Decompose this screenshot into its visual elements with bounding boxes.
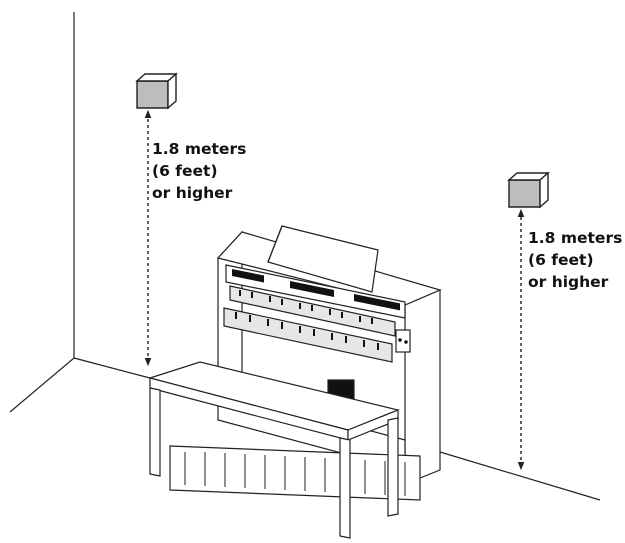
left-height-line3: or higher [152, 184, 233, 202]
floor-edge-back-right [439, 451, 601, 501]
right-speaker-icon [507, 171, 550, 209]
left-height-line1: 1.8 meters [152, 140, 247, 158]
right-height-line1: 1.8 meters [528, 229, 623, 247]
floor-edge-left [9, 357, 75, 413]
organ-console-icon [169, 225, 442, 501]
left-height-line2: (6 feet) [152, 162, 218, 180]
organ-right-side [404, 289, 441, 479]
bench-leg-left [149, 387, 161, 477]
floor-edge-back [73, 357, 151, 379]
left-height-label: 1.8 meters (6 feet) or higher [152, 138, 246, 204]
right-height-line3: or higher [528, 273, 609, 291]
bench-leg-right-back [387, 417, 399, 517]
organ-bench-icon [147, 361, 400, 539]
right-height-line2: (6 feet) [528, 251, 594, 269]
pedalboard [169, 445, 421, 501]
stop-tabs [232, 269, 400, 311]
left-speaker-icon [135, 72, 178, 110]
lower-manual [223, 307, 393, 363]
right-height-label: 1.8 meters (6 feet) or higher [528, 227, 622, 293]
room-corner [9, 12, 601, 501]
bench-leg-right [339, 437, 351, 539]
